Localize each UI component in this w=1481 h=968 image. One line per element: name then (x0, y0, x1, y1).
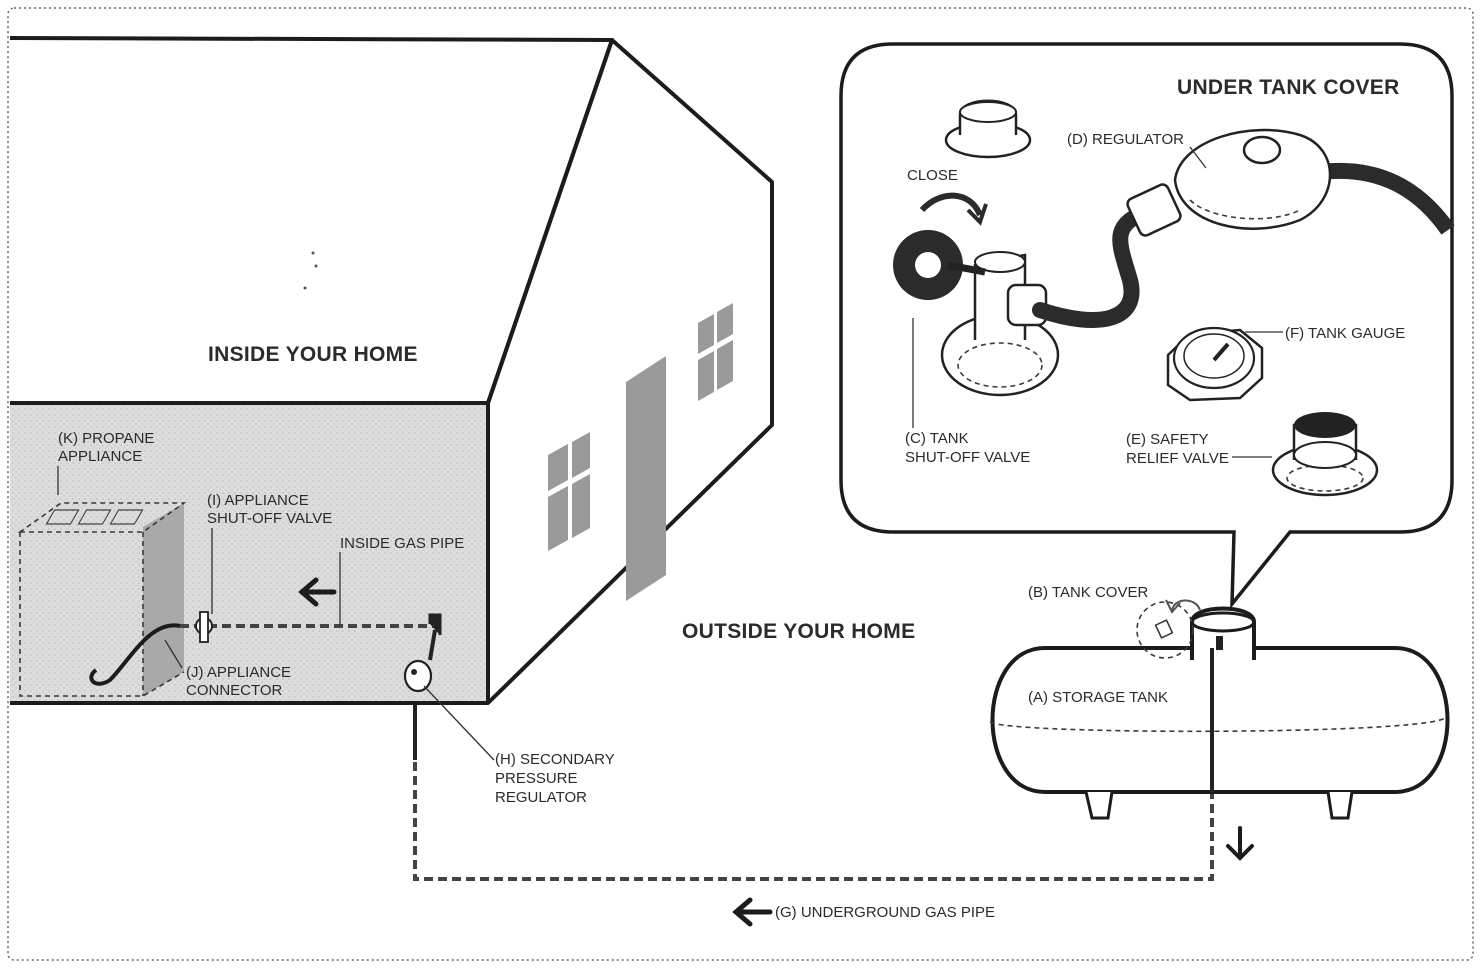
leader-lines (57, 146, 1283, 761)
label-appliance-connector: (J) APPLIANCE CONNECTOR (186, 664, 295, 699)
heading-under-cover: UNDER TANK COVER (1177, 76, 1400, 99)
close-arrow (919, 192, 983, 217)
rotate-arrow (1171, 599, 1201, 613)
label-regulator: (D) REGULATOR (1067, 131, 1184, 148)
label-tank-gauge: (F) TANK GAUGE (1285, 325, 1405, 342)
tank-cover-callout (839, 42, 1454, 610)
inside-wall-cutaway (10, 403, 488, 703)
pipe-elbow (428, 613, 442, 635)
label-storage-tank: (A) STORAGE TANK (1028, 689, 1168, 706)
label-underground-pipe: (G) UNDERGROUND GAS PIPE (775, 904, 995, 921)
secondary-regulator (403, 629, 437, 760)
heading-inside: INSIDE YOUR HOME (208, 343, 418, 366)
label-safety-relief: (E) SAFETY RELIEF VALVE (1126, 431, 1229, 467)
tank-shutoff-valve (893, 192, 1060, 397)
window-right (698, 303, 733, 401)
stove-burners (45, 509, 144, 525)
valve-cap (944, 99, 1032, 159)
safety-relief-valve (1271, 412, 1379, 497)
label-tank-cover: (B) TANK COVER (1028, 584, 1148, 601)
label-propane-appliance: (K) PROPANE APPLIANCE (58, 430, 159, 465)
tank-cover-open (1136, 601, 1194, 659)
window-left (548, 432, 590, 551)
propane-appliance (17, 502, 187, 697)
label-close: CLOSE (907, 167, 958, 184)
underground-gas-pipe (413, 762, 1214, 881)
outer-frame (7, 7, 1474, 961)
down-arrow (1226, 826, 1254, 861)
label-appliance-valve: (I) APPLIANCE SHUT-OFF VALVE (207, 492, 332, 527)
heading-outside: OUTSIDE YOUR HOME (682, 620, 915, 643)
roof-outline (9, 36, 614, 405)
label-tank-shutoff: (C) TANK SHUT-OFF VALVE (905, 430, 1030, 466)
flow-arrow-underground (732, 897, 773, 927)
label-inside-pipe: INSIDE GAS PIPE (340, 535, 464, 552)
label-secondary-regulator: (H) SECONDARY PRESSURE REGULATOR (495, 751, 619, 806)
house-door (626, 356, 666, 601)
flow-arrow-inside (298, 577, 337, 607)
regulator (1126, 128, 1332, 237)
appliance-connector-hose (89, 623, 181, 686)
tank-gauge (1166, 326, 1264, 402)
storage-tank (989, 599, 1450, 861)
house (9, 36, 774, 705)
regulator-hose (1032, 202, 1158, 328)
appliance-shutoff-valve (195, 611, 213, 643)
